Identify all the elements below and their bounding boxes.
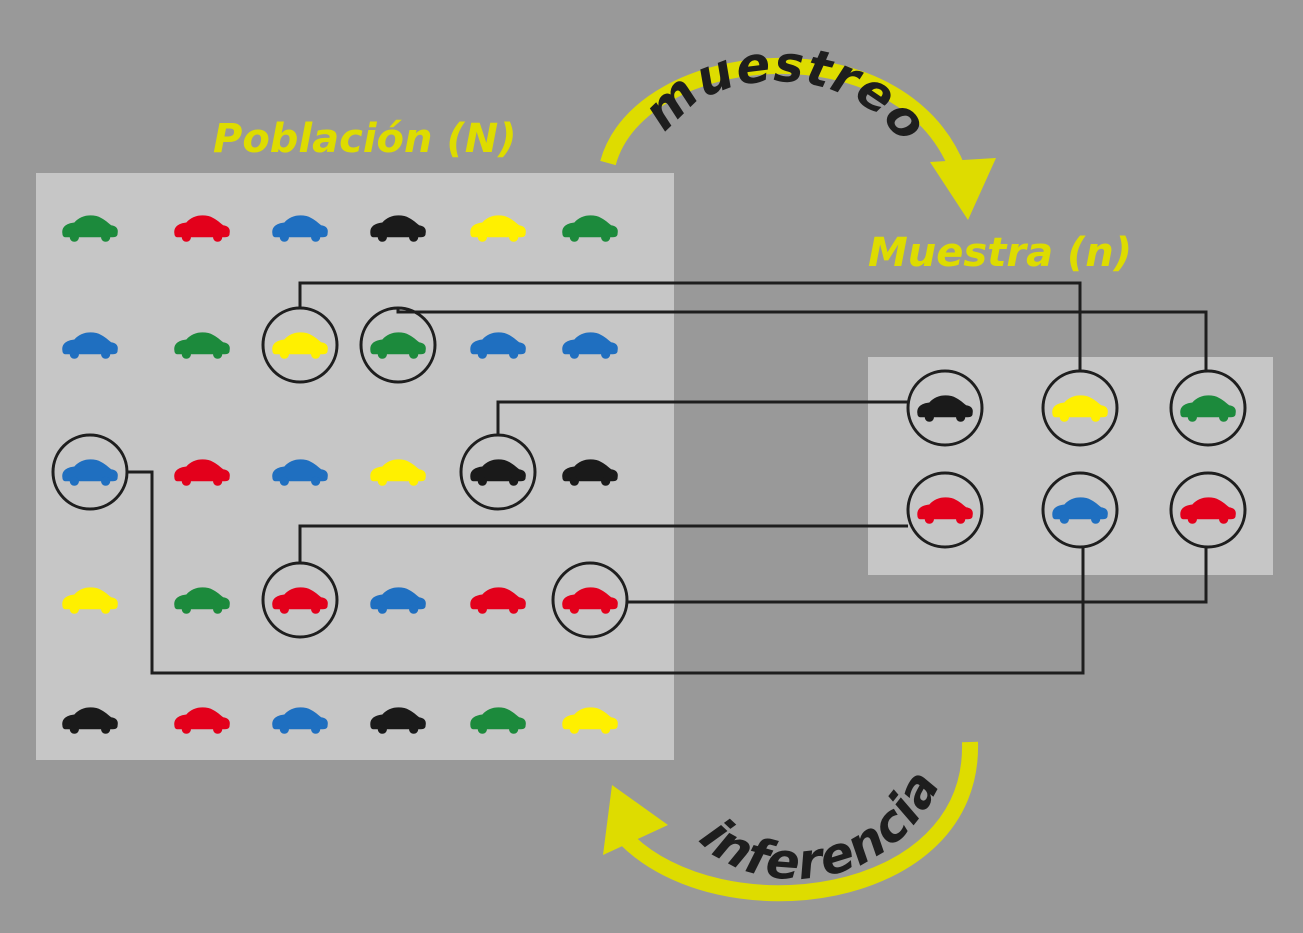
sample-car-1-2 bbox=[1041, 369, 1119, 447]
selection-circle bbox=[551, 561, 629, 639]
selection-circle bbox=[359, 306, 437, 384]
sampling-arrow-icon bbox=[600, 58, 996, 220]
population-car-2-4 bbox=[359, 306, 437, 384]
sampling-label: muestreo bbox=[632, 35, 940, 153]
sample-car-2-2 bbox=[1041, 471, 1119, 549]
inference-label: inferencia bbox=[689, 760, 952, 892]
selection-circle bbox=[1041, 471, 1119, 549]
population-car-3-5 bbox=[459, 433, 537, 511]
selection-circle bbox=[906, 471, 984, 549]
selection-circle bbox=[51, 433, 129, 511]
sample-cars bbox=[906, 369, 1247, 549]
population-car-3-1 bbox=[51, 433, 129, 511]
inference-arrow-icon bbox=[603, 741, 979, 902]
population-cars bbox=[51, 215, 629, 733]
sample-panel bbox=[868, 357, 1273, 575]
selection-circle bbox=[1169, 369, 1247, 447]
selection-circle bbox=[459, 433, 537, 511]
selection-circle bbox=[261, 306, 339, 384]
connector-line-6 bbox=[127, 470, 1085, 675]
sample-car-1-3 bbox=[1169, 369, 1247, 447]
population-title: Población (N) bbox=[213, 116, 516, 162]
population-panel bbox=[36, 173, 674, 760]
sampling-label-text: muestreo bbox=[632, 35, 939, 153]
selection-circle bbox=[1169, 471, 1247, 549]
selection-circle bbox=[261, 561, 339, 639]
population-car-4-3 bbox=[261, 561, 339, 639]
selection-circle bbox=[1041, 369, 1119, 447]
connector-line-1 bbox=[298, 281, 1082, 371]
sample-car-2-3 bbox=[1169, 471, 1247, 549]
connector-line-3 bbox=[496, 400, 908, 435]
connector-line-5 bbox=[627, 547, 1208, 604]
sample-title: Muestra (n) bbox=[868, 230, 1132, 276]
inference-label-text: inferencia bbox=[689, 760, 951, 892]
population-car-4-6 bbox=[551, 561, 629, 639]
sample-car-2-1 bbox=[906, 471, 984, 549]
selection-circle bbox=[906, 369, 984, 447]
connector-lines bbox=[127, 281, 1208, 675]
connector-line-2 bbox=[396, 308, 1208, 371]
connector-line-4 bbox=[298, 524, 908, 563]
population-car-2-3 bbox=[261, 306, 339, 384]
sample-car-1-1 bbox=[906, 369, 984, 447]
